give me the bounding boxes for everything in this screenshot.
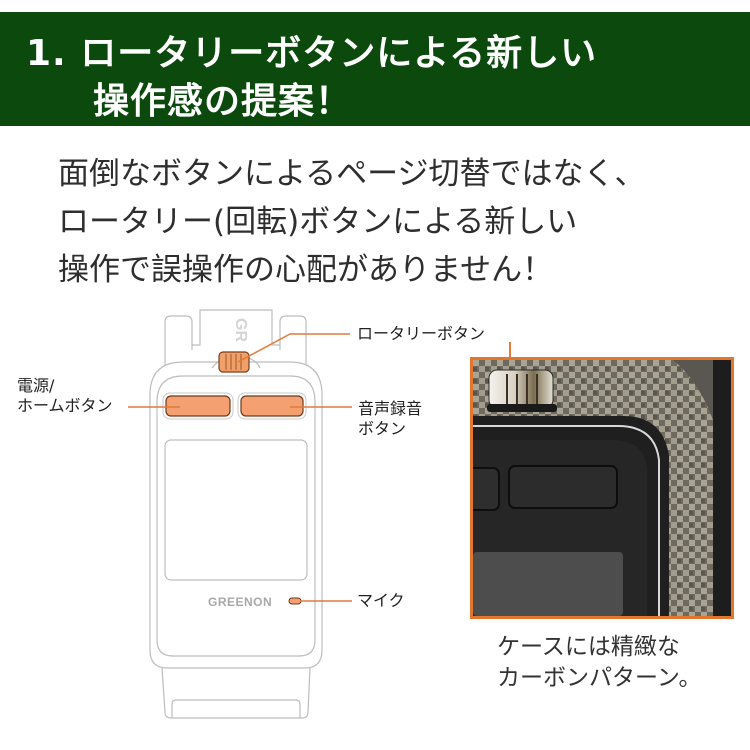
label-power-line2: ホームボタン — [17, 396, 113, 415]
intro-line-2: ロータリー(回転)ボタンによる新しい — [58, 204, 578, 240]
mic-shape — [288, 597, 302, 605]
title-line-2: 操作感の提案！ — [93, 81, 353, 122]
power-button-shape — [165, 395, 231, 417]
caption-line-2: カーボンパターン。 — [497, 665, 702, 691]
label-record-line2: ボタン — [358, 419, 407, 438]
intro-text: 面倒なボタンによるページ切替ではなく、 ロータリー(回転)ボタンによる新しい 操… — [58, 150, 645, 294]
label-power-line1: 電源/ — [17, 376, 55, 395]
title-banner: 1. ロータリーボタンによる新しい 操作感の提案！ — [0, 12, 750, 126]
label-rotary-button: ロータリーボタン — [357, 324, 486, 343]
title-line-1: 1. ロータリーボタンによる新しい — [26, 33, 598, 74]
label-mic: マイク — [357, 591, 405, 610]
label-power-home-button: 電源/ ホームボタン — [17, 376, 113, 416]
strap-mark: GR — [232, 318, 249, 342]
label-record-line1: 音声録音 — [358, 399, 423, 418]
photo-caption: ケースには精緻な カーボンパターン。 — [497, 632, 701, 694]
record-button-shape — [240, 395, 304, 417]
intro-line-3: 操作で誤操作の心配がありません！ — [58, 252, 554, 288]
intro-line-1: 面倒なボタンによるページ切替ではなく、 — [58, 156, 646, 192]
watch-diagram: GR GREENON — [128, 309, 352, 719]
photo-illustration — [473, 360, 731, 616]
caption-line-1: ケースには精緻な — [497, 634, 680, 660]
label-record-button: 音声録音 ボタン — [358, 399, 422, 439]
rotary-knob — [218, 351, 250, 373]
carbon-case-photo — [470, 357, 734, 619]
brand-logo: GREENON — [208, 595, 272, 609]
